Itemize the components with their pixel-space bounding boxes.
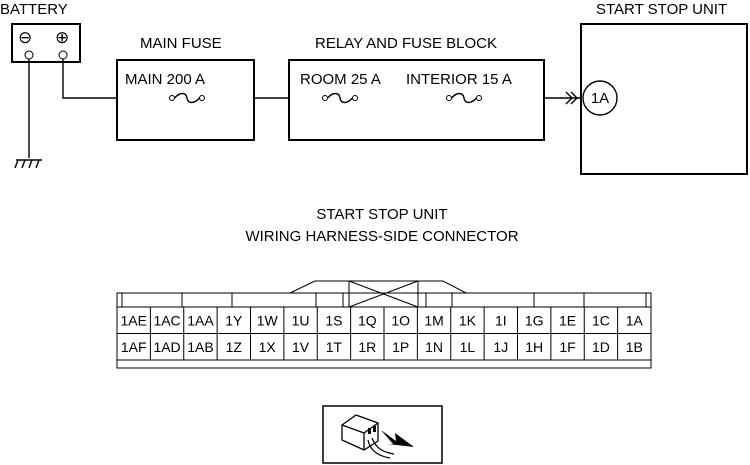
terminal-1a-label: 1A <box>591 90 609 107</box>
room-fuse-icon <box>322 92 358 104</box>
connector-pin-1i: 1I <box>495 313 507 329</box>
connector-pin-1a: 1A <box>626 313 644 329</box>
main-fuse-label: MAIN 200 A <box>125 71 205 88</box>
connector-title-line1: START STOP UNIT <box>316 206 447 223</box>
ground-icon <box>14 159 42 169</box>
connector-pin-1e: 1E <box>559 313 576 329</box>
battery-negative-symbol: ⊖ <box>18 28 32 47</box>
connector-pin-1f: 1F <box>559 339 575 355</box>
connector-mark-icon <box>565 91 578 105</box>
start-stop-unit-box <box>580 23 748 175</box>
connector-pin-1ad: 1AD <box>153 339 180 355</box>
connector-pin-1w: 1W <box>257 313 279 329</box>
battery-positive-symbol: ⊕ <box>55 28 69 47</box>
connector-pin-1h: 1H <box>525 339 543 355</box>
connector-pin-1aa: 1AA <box>187 313 214 329</box>
connector-pin-1s: 1S <box>325 313 342 329</box>
connector-pin-1g: 1G <box>525 313 544 329</box>
connector-pin-1u: 1U <box>292 313 310 329</box>
battery-box <box>11 23 81 63</box>
connector-pin-1q: 1Q <box>358 313 377 329</box>
relay-fuse-block-title: RELAY AND FUSE BLOCK <box>315 35 497 52</box>
connector-pin-1l: 1L <box>460 339 476 355</box>
connector-pin-1d: 1D <box>592 339 610 355</box>
connector-pin-1b: 1B <box>626 339 643 355</box>
main-fuse-box-title: MAIN FUSE <box>140 35 222 52</box>
terminal-1a-circle <box>582 80 618 116</box>
connector-pin-1af: 1AF <box>121 339 147 355</box>
connector-pin-1ac: 1AC <box>153 313 180 329</box>
connector-pin-1v: 1V <box>292 339 310 355</box>
connector-pin-grid: 1AE 1AC 1AA 1Y 1W 1U 1S 1Q 1O 1M 1K 1I 1G 1E 1C 1A 1AF 1A… <box>117 307 651 361</box>
connector-pin-1y: 1Y <box>225 313 243 329</box>
start-stop-unit-title: START STOP UNIT <box>596 1 727 18</box>
connector-pin-1p: 1P <box>392 339 409 355</box>
room-fuse-label: ROOM 25 A <box>300 71 381 88</box>
connector-pin-1t: 1T <box>326 339 343 355</box>
connector-pin-1k: 1K <box>459 313 477 329</box>
connector-pin-1o: 1O <box>391 313 410 329</box>
connector-pin-1ab: 1AB <box>187 339 213 355</box>
interior-fuse-icon <box>446 92 482 104</box>
connector-pin-1x: 1X <box>259 339 277 355</box>
connector-pin-1r: 1R <box>358 339 376 355</box>
connector-view-icon <box>322 405 443 464</box>
battery-label: BATTERY <box>0 1 68 18</box>
connector-title-line2: WIRING HARNESS-SIDE CONNECTOR <box>245 228 518 245</box>
connector-pin-1c: 1C <box>592 313 610 329</box>
connector-pin-1m: 1M <box>424 313 443 329</box>
main-fuse-icon <box>169 92 205 104</box>
interior-fuse-label: INTERIOR 15 A <box>406 71 512 88</box>
connector-pin-1ae: 1AE <box>120 313 146 329</box>
connector-pin-1n: 1N <box>425 339 443 355</box>
connector-pin-1z: 1Z <box>226 339 243 355</box>
connector-pin-1j: 1J <box>493 339 508 355</box>
